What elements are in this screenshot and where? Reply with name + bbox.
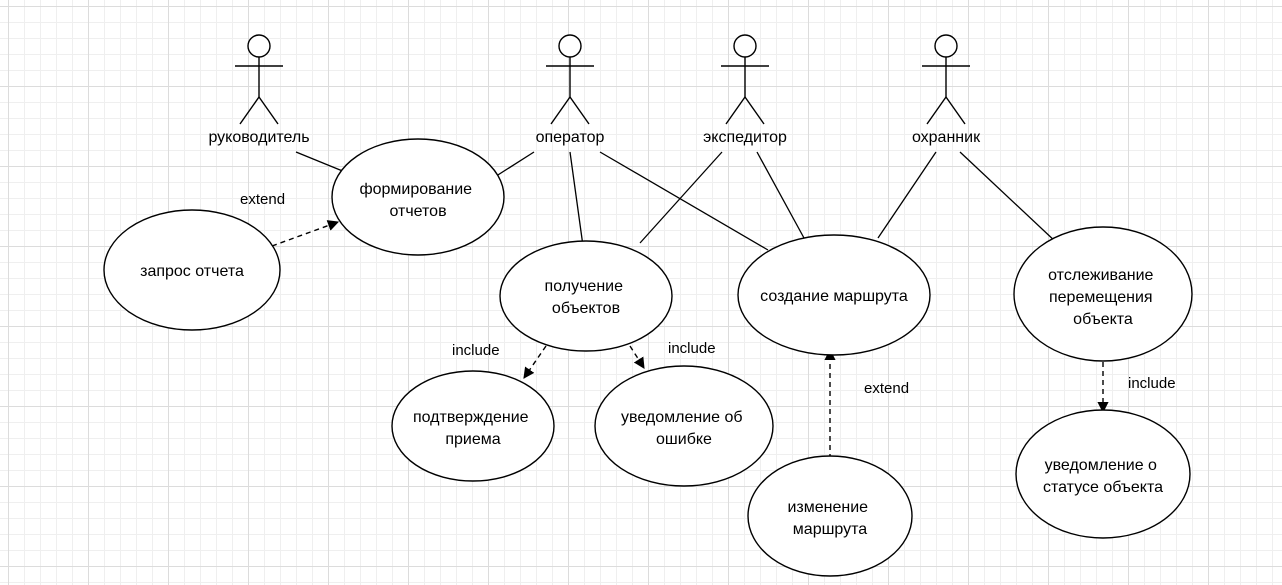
actor-label-operator: оператор <box>536 129 605 146</box>
associations <box>295 151 1058 251</box>
usecase-label-reports: формирование отчетов <box>359 181 476 220</box>
relation-label-include-error: include <box>668 340 716 357</box>
include-arrow-error <box>629 345 645 369</box>
assoc-operator-route <box>599 151 769 251</box>
actor-forwarder <box>721 34 769 125</box>
relation-label-extend-reports: extend <box>240 191 285 208</box>
assoc-guard-track <box>959 151 1058 244</box>
relation-label-include-confirm: include <box>452 342 500 359</box>
usecase-track-movement <box>1013 226 1193 362</box>
usecase-label-confirm-receipt: подтверждение приема <box>413 409 533 448</box>
include-arrow-confirm <box>523 345 547 379</box>
usecase-label-create-route: создание маршрута <box>760 288 908 305</box>
actor-label-guard: охранник <box>912 129 981 146</box>
actor-label-manager: руководитель <box>208 129 309 146</box>
usecase-receive-objects <box>499 240 673 352</box>
extend-arrow-reports <box>271 220 340 247</box>
usecase-create-route <box>737 234 931 356</box>
actor-label-forwarder: экспедитор <box>703 129 787 146</box>
usecase-label-error-notify: уведомление об ошибке <box>621 409 747 448</box>
relation-label-include-status: include <box>1128 375 1176 392</box>
assoc-operator-receive <box>569 151 584 247</box>
usecase-status-notify <box>1015 409 1191 539</box>
usecase-error-notify <box>594 365 774 487</box>
dependencies <box>271 220 1109 468</box>
actor-guard <box>922 34 970 125</box>
assoc-guard-route <box>877 151 937 239</box>
actor-operator <box>546 34 594 125</box>
usecase-change-route <box>747 455 913 577</box>
actor-manager <box>235 34 283 125</box>
usecase-label-report-request: запрос отчета <box>140 263 244 280</box>
assoc-forwarder-receive <box>639 151 723 244</box>
assoc-forwarder-route <box>756 151 805 239</box>
assoc-manager-reports <box>295 151 346 173</box>
usecase-reports <box>331 138 505 256</box>
usecase-label-change-route: изменение маршрута <box>787 499 872 538</box>
usecase-report-request <box>103 209 281 331</box>
usecase-label-receive-objects: получение объектов <box>545 278 628 317</box>
usecase-confirm-receipt <box>391 370 555 482</box>
usecase-label-track-movement: отслеживание перемещения объекта <box>1048 267 1158 328</box>
usecase-label-status-notify: уведомление о статусе объекта <box>1043 457 1163 496</box>
relation-label-extend-route: extend <box>864 380 909 397</box>
